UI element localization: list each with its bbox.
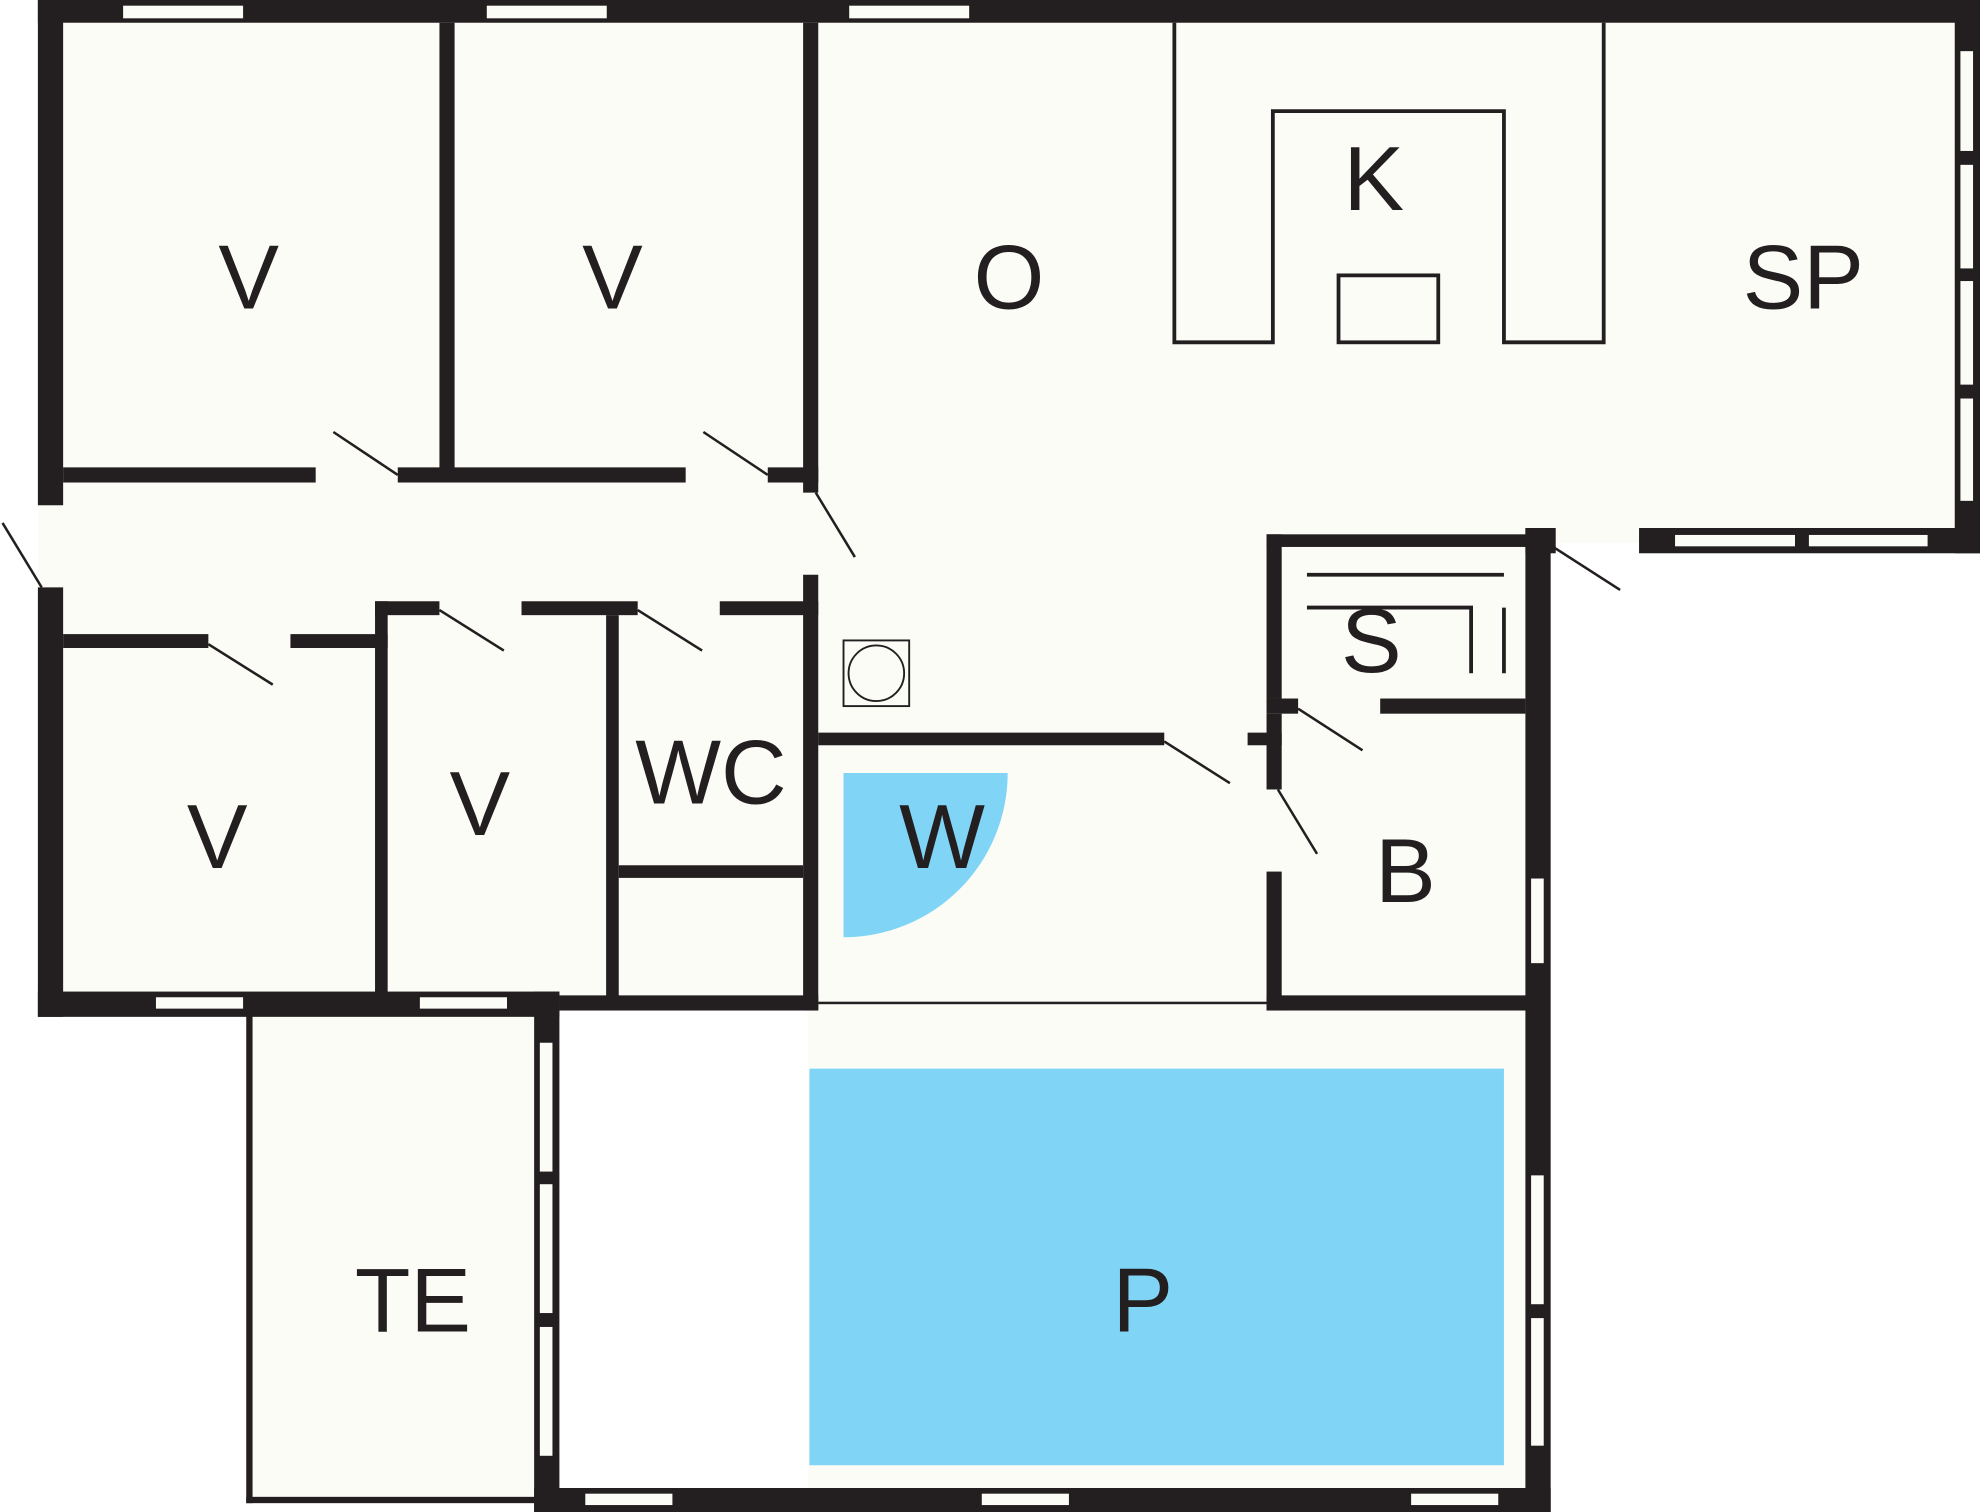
doors (1, 430, 1621, 855)
room-label-bedroom-1: V (218, 227, 279, 328)
room-label-whirlpool: W (899, 787, 985, 888)
room-label-terrace: TE (355, 1251, 471, 1352)
room-label-living: O (974, 227, 1045, 328)
whirlpool (843, 773, 1008, 938)
kitchen-counters (1172, 22, 1606, 345)
floor-areas (37, 0, 1968, 1510)
room-label-toilet: WC (635, 723, 786, 824)
room-label-dining: SP (1743, 227, 1864, 328)
room-label-sauna: S (1341, 591, 1402, 692)
room-label-bedroom-2: V (582, 227, 643, 328)
room-label-bedroom-4: V (450, 754, 511, 855)
room-label-bathroom: B (1375, 821, 1436, 922)
windows (121, 4, 1975, 1507)
stove-icon (842, 639, 911, 708)
room-label-bedroom-3: V (187, 787, 248, 888)
room-label-kitchen: K (1344, 129, 1405, 230)
sauna-benches (1306, 572, 1506, 674)
pool (809, 1068, 1504, 1466)
room-label-pool: P (1112, 1251, 1173, 1352)
